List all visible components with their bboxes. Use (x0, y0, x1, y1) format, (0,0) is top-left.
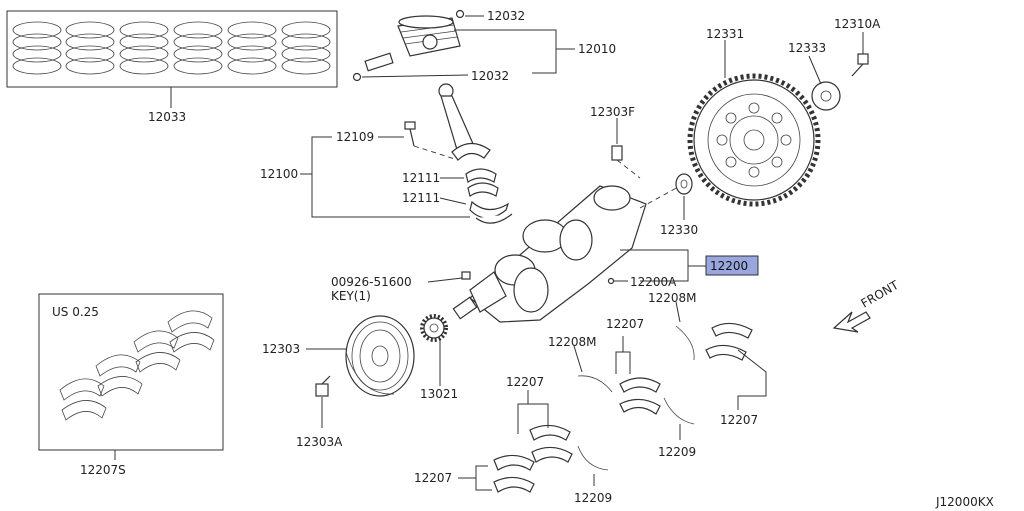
callout-12330[interactable]: 12330 (660, 223, 698, 237)
callout-12208M-right[interactable]: 12208M (648, 291, 697, 305)
callout-12303[interactable]: 12303 (262, 342, 300, 356)
callout-00926-51600[interactable]: 00926-51600 (331, 275, 412, 289)
main-bearing-set-3[interactable] (529, 424, 573, 463)
pulley-bolt[interactable] (315, 375, 331, 397)
crank-pulley[interactable] (345, 315, 415, 397)
flywheel-bolt[interactable] (851, 53, 869, 77)
callout-12109[interactable]: 12109 (336, 130, 374, 144)
woodruff-key[interactable] (461, 271, 471, 280)
main-bearing-set-4[interactable] (493, 454, 535, 493)
callout-12209-right[interactable]: 12209 (658, 445, 696, 459)
callout-12310A[interactable]: 12310A (834, 17, 881, 31)
callout-12200A[interactable]: 12200A (630, 275, 677, 289)
callout-12032-bottom[interactable]: 12032 (471, 69, 509, 83)
flywheel-reinforcement-plate[interactable] (811, 81, 841, 111)
callout-12010[interactable]: 12010 (578, 42, 616, 56)
callout-12207-right[interactable]: 12207 (720, 413, 758, 427)
callout-12207-middle[interactable]: 12207 (506, 375, 544, 389)
callout-12208M-middle[interactable]: 12208M (548, 335, 597, 349)
conrod-bearing-upper[interactable] (465, 168, 499, 197)
main-bearing-set-2[interactable] (619, 377, 661, 415)
undersize-note: US 0.25 (52, 305, 99, 319)
callout-12200[interactable]: 12200 (710, 259, 748, 273)
thrust-washer-lower-middle[interactable] (577, 445, 609, 471)
callout-12303F[interactable]: 12303F (590, 105, 635, 119)
callout-12032-top[interactable]: 12032 (487, 9, 525, 23)
thrust-washer-upper-right[interactable] (675, 325, 695, 361)
callout-12207S[interactable]: 12207S (80, 463, 126, 477)
main-bearing-set-1[interactable] (705, 322, 753, 361)
thrust-washer-upper-middle[interactable] (577, 375, 613, 393)
crankshaft[interactable] (452, 185, 647, 323)
pilot-bearing[interactable] (675, 173, 693, 195)
connecting-rod[interactable] (404, 83, 491, 161)
diagram-code: J12000KX (935, 495, 994, 509)
callout-12207-middle-right[interactable]: 12207 (606, 317, 644, 331)
conrod-bearing-lower[interactable] (469, 200, 513, 224)
thrust-washer-lower-right[interactable] (663, 397, 695, 425)
callout-12111-upper[interactable]: 12111 (402, 171, 440, 185)
part-12200-highlight[interactable]: 12200 (705, 255, 759, 276)
front-direction-indicator: FRONT (832, 278, 902, 333)
piston-ring-set[interactable] (6, 10, 338, 88)
callout-12033[interactable]: 12033 (148, 110, 186, 124)
callout-13021[interactable]: 13021 (420, 387, 458, 401)
crank-sprocket[interactable] (420, 314, 448, 342)
callout-12207-left[interactable]: 12207 (414, 471, 452, 485)
callout-12209-middle[interactable]: 12209 (574, 491, 612, 505)
undersize-bearing-set[interactable] (38, 293, 224, 451)
crank-stud[interactable] (611, 145, 623, 161)
front-label: FRONT (859, 278, 902, 311)
callout-12100[interactable]: 12100 (260, 167, 298, 181)
flywheel[interactable] (687, 73, 821, 207)
callout-12303A[interactable]: 12303A (296, 435, 343, 449)
piston-assembly[interactable] (352, 9, 465, 82)
callout-12111-lower[interactable]: 12111 (402, 191, 440, 205)
key-quantity-note: KEY(1) (331, 289, 371, 303)
callout-12333[interactable]: 12333 (788, 41, 826, 55)
callout-12331[interactable]: 12331 (706, 27, 744, 41)
